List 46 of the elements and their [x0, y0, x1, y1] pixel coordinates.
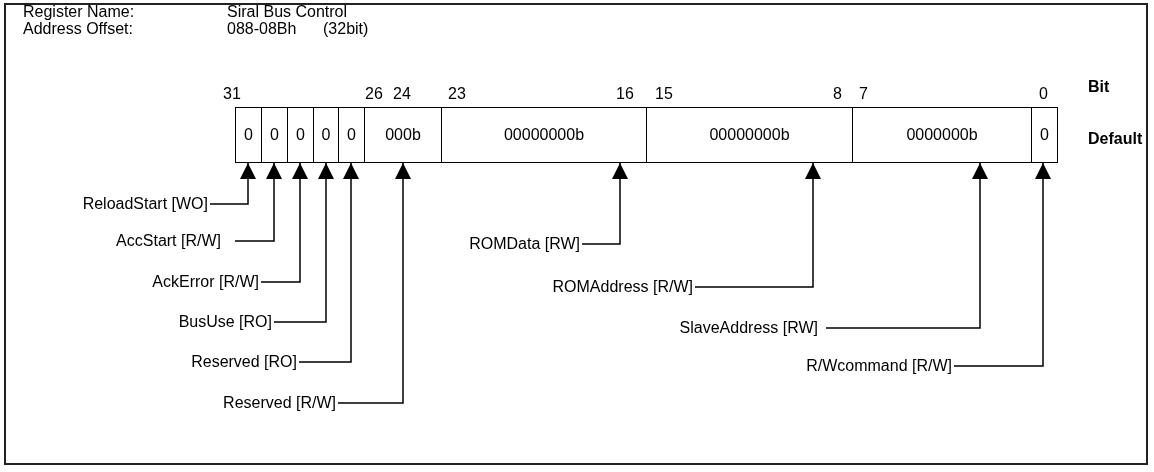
bit-field-cell: 0: [235, 107, 262, 163]
field-name: AckError [R/W]: [152, 273, 259, 291]
bit-number: 15: [655, 85, 673, 103]
field-name: Reserved [R/W]: [223, 394, 336, 412]
leader-arrow: [234, 162, 282, 242]
header-text: Siral Bus Control: [227, 3, 348, 21]
header-text: Address Offset:: [23, 20, 133, 38]
field-name: Reserved [RO]: [191, 353, 297, 371]
field-name: ROMData [RW]: [469, 235, 580, 253]
field-name: SlaveAddress [RW]: [679, 319, 818, 337]
header-text: 088-08Bh: [227, 20, 297, 38]
leader-arrow: [298, 162, 359, 363]
leader-arrow: [260, 162, 308, 283]
bit-number: 7: [859, 85, 868, 103]
bit-number: 8: [833, 85, 842, 103]
field-name: AccStart [R/W]: [116, 232, 221, 250]
bit-field-cell: 0: [261, 107, 288, 163]
leader-arrow: [337, 162, 411, 404]
leader-arrow: [953, 162, 1051, 367]
bit-number: 31: [223, 85, 241, 103]
bit-number: 0: [1039, 85, 1048, 103]
bit-number: 26: [365, 85, 383, 103]
field-name: ReloadStart [WO]: [82, 195, 208, 213]
bit-number: 16: [616, 85, 634, 103]
leader-arrow: [581, 162, 628, 245]
row-label: Bit: [1088, 78, 1110, 96]
bit-number: 23: [448, 85, 466, 103]
leader-arrow: [209, 162, 256, 205]
bit-number: 24: [393, 85, 411, 103]
field-name: R/Wcommand [R/W]: [806, 357, 952, 375]
bit-field-cell: 00000000b: [646, 107, 853, 163]
field-name: BusUse [RO]: [178, 313, 272, 331]
leader-arrow: [825, 162, 988, 329]
bit-field-cell: 000b: [364, 107, 442, 163]
bit-field-cell: 0000000b: [852, 107, 1032, 163]
bit-field-cell: 0: [338, 107, 365, 163]
bit-field-cell: 0: [1031, 107, 1058, 163]
bit-field-cell: 0: [287, 107, 314, 163]
row-label: Default: [1088, 130, 1143, 148]
bit-field-cell: 00000000b: [441, 107, 647, 163]
field-name: ROMAddress [R/W]: [552, 278, 693, 296]
bit-field-cell: 0: [313, 107, 339, 163]
leader-arrow: [694, 162, 821, 288]
header-text: (32bit): [323, 20, 369, 38]
header-text: Register Name:: [23, 3, 135, 21]
leader-arrow: [273, 162, 334, 323]
